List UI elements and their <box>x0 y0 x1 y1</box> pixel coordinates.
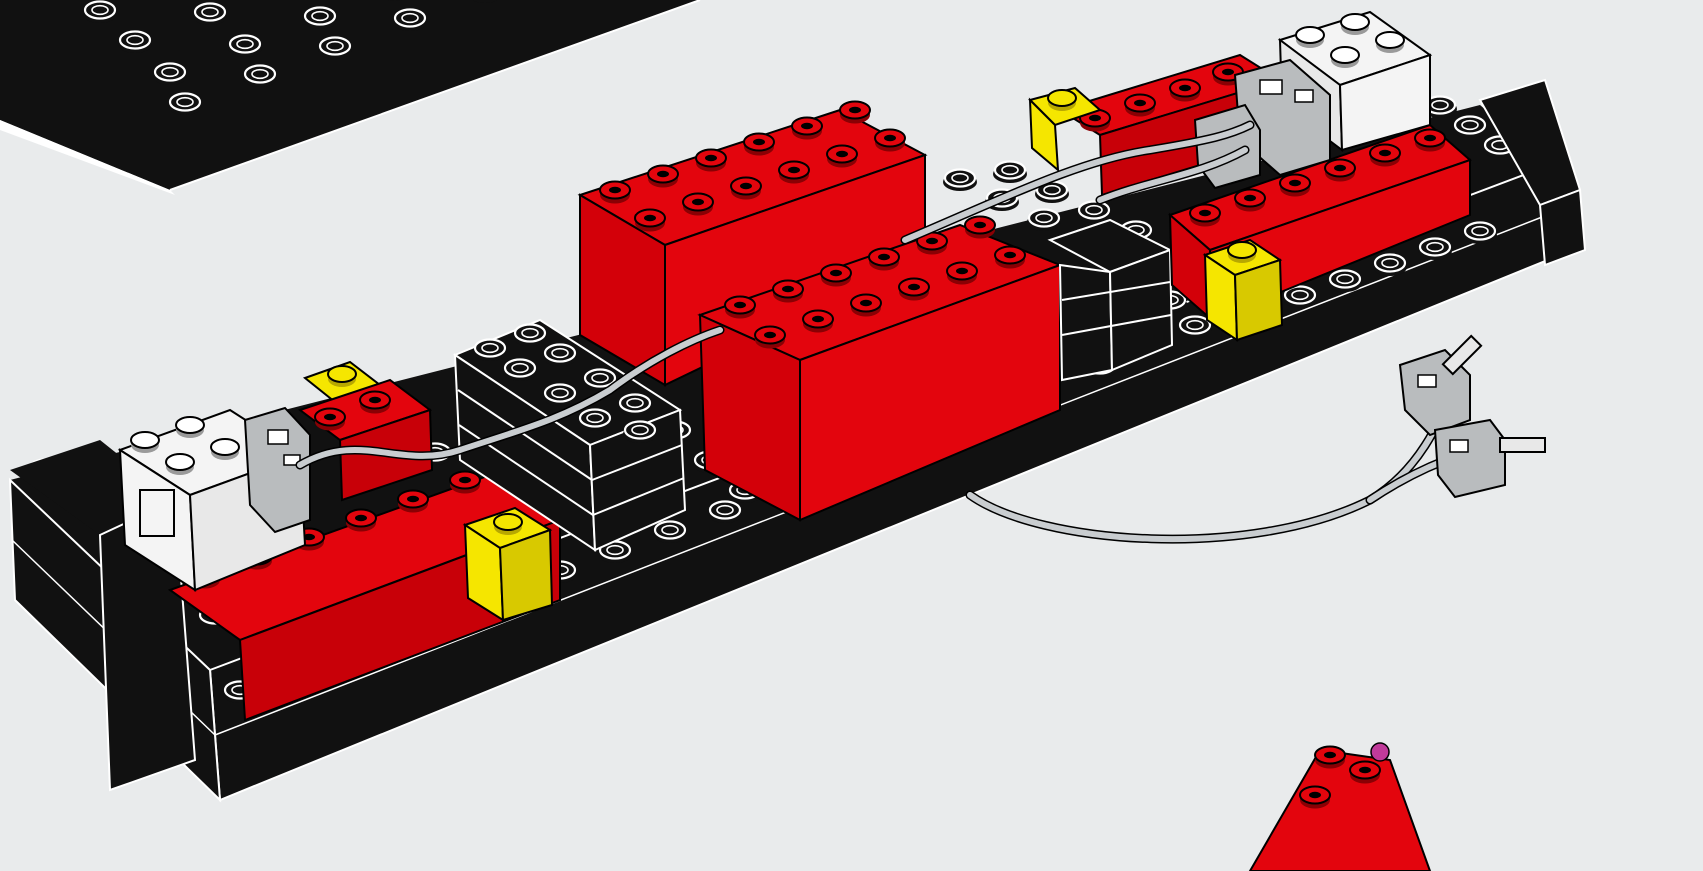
stud <box>346 510 376 532</box>
stud <box>131 432 159 453</box>
stud <box>393 10 427 32</box>
stud <box>623 422 657 444</box>
stud <box>1235 190 1265 212</box>
loose-plug-lower <box>1435 420 1545 497</box>
stud <box>648 166 678 188</box>
stud <box>166 454 194 475</box>
stud <box>965 217 995 239</box>
stud <box>821 265 851 287</box>
stud <box>731 178 761 200</box>
stud <box>193 4 227 26</box>
stud <box>1325 160 1355 182</box>
stud <box>398 491 428 513</box>
stud <box>543 385 577 407</box>
stud <box>450 472 480 494</box>
stud <box>943 170 977 192</box>
stud <box>473 340 507 362</box>
stud <box>792 118 822 140</box>
stud <box>779 162 809 184</box>
stud <box>773 281 803 303</box>
stud <box>1453 117 1487 139</box>
stud <box>543 345 577 367</box>
stud <box>708 502 742 524</box>
stud <box>1190 205 1220 227</box>
black-baseplate-top-left <box>0 0 700 195</box>
stud <box>851 295 881 317</box>
stud <box>1328 271 1362 293</box>
stud <box>840 102 870 124</box>
stud <box>744 134 774 156</box>
stud <box>635 210 665 232</box>
stud <box>875 130 905 152</box>
stud <box>653 522 687 544</box>
stud <box>696 150 726 172</box>
stud <box>725 297 755 319</box>
stud <box>1373 255 1407 277</box>
stud <box>578 410 612 432</box>
yellow-brick-left-front <box>465 508 552 620</box>
stud <box>618 395 652 417</box>
stud <box>803 311 833 333</box>
stud <box>755 327 785 349</box>
stud <box>1418 239 1452 261</box>
stud <box>1280 175 1310 197</box>
stud <box>1463 223 1497 245</box>
stud <box>168 94 202 116</box>
stud <box>503 360 537 382</box>
stud <box>1415 130 1445 152</box>
stud <box>318 38 352 60</box>
stud <box>211 439 239 460</box>
stud <box>228 36 262 58</box>
yellow-brick-right-front <box>1205 240 1282 340</box>
red-part-bottom-right <box>1250 743 1430 871</box>
stud <box>1370 145 1400 167</box>
stud <box>83 2 117 24</box>
stud <box>899 279 929 301</box>
stud <box>827 146 857 168</box>
stud <box>513 325 547 347</box>
stud <box>153 64 187 86</box>
stud <box>600 182 630 204</box>
stud <box>118 32 152 54</box>
loose-plug-upper <box>1400 336 1481 435</box>
stud <box>995 247 1025 269</box>
stud <box>303 8 337 30</box>
stud <box>1077 202 1111 224</box>
stud <box>947 263 977 285</box>
stud <box>683 194 713 216</box>
stud <box>1027 210 1061 232</box>
stud <box>243 66 277 88</box>
stud <box>869 249 899 271</box>
stud <box>993 162 1027 184</box>
stud <box>176 417 204 438</box>
